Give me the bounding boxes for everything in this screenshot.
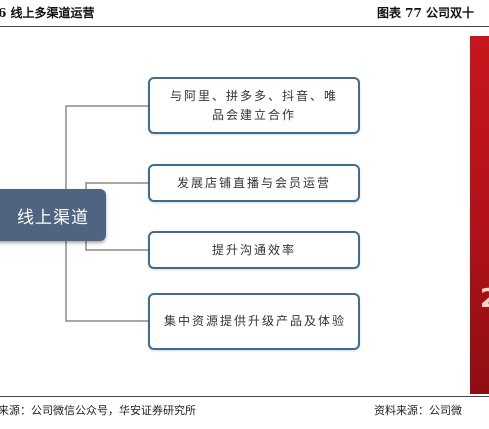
branch-node-label: 与阿里、拼多多、抖音、唯品会建立合作 [169, 88, 338, 122]
figure-caption-left: 6 线上多渠道运营 [0, 6, 95, 20]
panel-glyph-icon: 2 [480, 286, 489, 312]
branch-node-label: 集中资源提供升级产品及体验 [164, 314, 347, 328]
branch-node-upgrade: 集中资源提供升级产品及体验 [148, 293, 360, 350]
connector-bottom-branch [65, 241, 148, 322]
adjacent-figure-panel: 2 [470, 36, 489, 394]
branch-node-label: 提升沟通效率 [211, 242, 296, 257]
source-note-right: 资料来源：公司微 [374, 404, 462, 417]
source-divider [0, 396, 489, 397]
source-note-left: 来源：公司微信公众号，华安证券研究所 [0, 404, 196, 417]
caption-divider [0, 26, 489, 27]
root-node-label: 线上渠道 [17, 207, 89, 228]
branch-node-partnerships: 与阿里、拼多多、抖音、唯品会建立合作 [148, 77, 360, 134]
figure-caption-right: 图表 77 公司双十 [377, 6, 475, 20]
connector-mid-lower [85, 241, 148, 251]
root-node: 线上渠道 [0, 189, 106, 241]
branch-node-efficiency: 提升沟通效率 [148, 231, 360, 269]
branch-node-livestream: 发展店铺直播与会员运营 [148, 164, 360, 202]
branch-node-label: 发展店铺直播与会员运营 [176, 175, 331, 190]
connector-mid-upper [85, 182, 148, 189]
connector-top-branch [65, 105, 148, 189]
